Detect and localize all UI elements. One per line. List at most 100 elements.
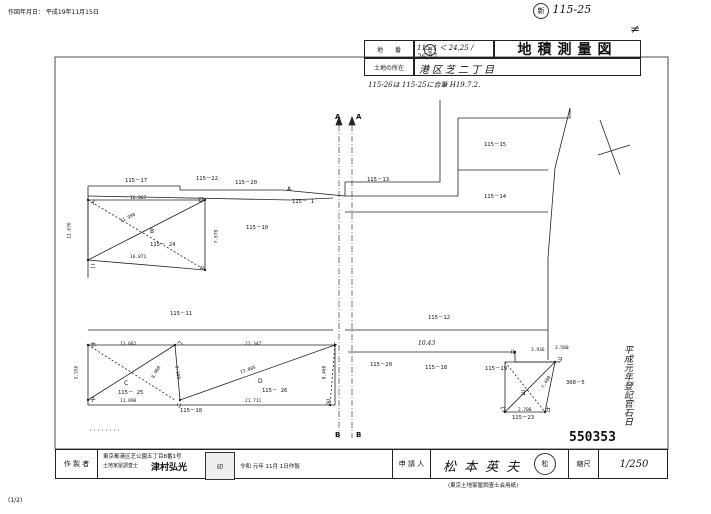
- point-label: ヨ: [520, 390, 527, 397]
- axis-label-a-left: A: [335, 113, 341, 121]
- location-value: 港区芝二丁目: [414, 58, 641, 76]
- dimension-label: 11.662: [120, 342, 137, 347]
- point-label: D: [258, 378, 263, 385]
- diag-lower-1: [87, 344, 176, 401]
- dimension-label: 11.890: [120, 399, 137, 404]
- parcel-label: 115－18: [425, 365, 448, 371]
- maker-role: 土地家屋調査士: [103, 463, 139, 469]
- parcel-label: 115－ 24: [150, 242, 176, 248]
- point-label: ヲ: [557, 357, 564, 364]
- dimension-label: 10.43: [418, 340, 436, 347]
- dimension-label: 9.460: [322, 365, 328, 380]
- title-cell: 地積測量図: [494, 40, 641, 58]
- maker-label: 作 製 者: [56, 450, 98, 478]
- point-label: ヌ: [325, 399, 332, 406]
- axis-label-b-right: B: [356, 431, 362, 439]
- point-label: B: [150, 228, 155, 235]
- page-number: (1/2): [8, 497, 23, 504]
- right-boundary: [458, 107, 571, 360]
- print-date: 作図年月日： 平成19年11月15日: [8, 9, 99, 16]
- maker-date: 令和 元年 11月 1日作製: [240, 464, 300, 470]
- parcel-label: 308－5: [566, 380, 585, 386]
- scale-label: 縮尺: [569, 450, 599, 478]
- parcel-115-14: [345, 118, 459, 197]
- point-label: ホ: [90, 342, 97, 349]
- dimension-label: 7.679: [214, 229, 220, 244]
- parcel-label: 115－23: [512, 415, 535, 421]
- title-block: 地 番 115-1 ＜ 24,25 / 26,27 地積測量図 土地の所在 港区…: [364, 40, 641, 76]
- dimension-label: 3.936: [531, 348, 545, 353]
- maker-name: 津村弘光: [151, 463, 188, 473]
- registrar-stamp-text: 平成元年登記官石日: [622, 345, 632, 426]
- parcel-label: 115－10: [180, 408, 203, 414]
- parcel-lower: [87, 344, 336, 406]
- point-label: ル: [510, 349, 517, 356]
- parcel-label: 115－20: [370, 362, 393, 368]
- parcel-line-115-1: [87, 195, 334, 201]
- parcel-label: 115－12: [428, 315, 451, 321]
- diag-right-lower-2: [504, 361, 546, 413]
- parcel-label: 115－13: [367, 177, 390, 183]
- handwritten-mark: ≠: [630, 22, 641, 36]
- north-arrow-shaft: [599, 119, 621, 176]
- point-label: ハ: [199, 265, 206, 272]
- survey-title: 地積測量図: [517, 42, 618, 58]
- diag-lower-5: [329, 344, 336, 406]
- axis-label-b-left: B: [335, 431, 341, 439]
- point-label: ワ: [500, 407, 507, 414]
- point-label: リ: [176, 403, 183, 410]
- merge-note: 115-26は 115-25に合筆 H19.7.2.: [368, 81, 481, 89]
- parcel-label: 115－14: [484, 194, 507, 200]
- diag-lower-4: [87, 344, 176, 401]
- point-label: チ: [90, 397, 97, 404]
- parcel-label: 115－15: [484, 142, 507, 148]
- north-arrow-cross: [597, 144, 631, 156]
- point-label: C: [124, 380, 129, 387]
- footer-table: 作 製 者 東京都港区芝公園五丁目8番1号 土地家屋調査士 津村弘光 印 令和 …: [55, 449, 669, 480]
- lot-stamp: 登: [424, 44, 436, 56]
- dimension-label: 16.871: [130, 255, 147, 260]
- parcel-label: 115－20: [235, 180, 258, 186]
- dimension-label: 21.347: [245, 342, 262, 347]
- parcel-label: 115－11: [170, 311, 193, 317]
- applicant-seal-icon: 松: [534, 453, 556, 475]
- dimension-label: 3.500: [555, 346, 569, 351]
- scale-cell: 1/250: [599, 450, 669, 478]
- parcel-label: 115－ 1: [292, 199, 315, 205]
- handwritten-lot: 115-25: [552, 3, 592, 16]
- point-label: A: [287, 186, 292, 193]
- applicant-cell: 松 本 英 夫 松: [431, 450, 569, 478]
- seal-icon: 登: [424, 44, 436, 56]
- diag-lower-3: [179, 344, 336, 401]
- maker-seal-icon: 印: [205, 452, 235, 480]
- applicant-name: 松 本 英 夫: [443, 460, 522, 475]
- parcel-label: 115－22: [196, 176, 219, 182]
- diag-lower-2: [174, 344, 181, 401]
- parcel-label: 115－ 25: [118, 390, 144, 396]
- applicant-label: 申 請 人: [393, 450, 431, 478]
- lot-label: 地 番: [364, 40, 414, 58]
- dimension-label: 2.700: [518, 408, 532, 413]
- point-label: イ: [90, 200, 97, 207]
- arrow-a-left: [335, 115, 343, 126]
- dimension-label: 5.556: [74, 365, 80, 380]
- point-label: ト: [332, 342, 339, 349]
- point-label: ニ: [90, 263, 97, 270]
- axis-label-a-right: A: [356, 113, 362, 121]
- new-mark-icon: 新: [533, 3, 549, 19]
- drawing-frame: [54, 56, 669, 450]
- maker-cell: 東京都港区芝公園五丁目8番1号 土地家屋調査士 津村弘光 印 令和 元年 11月…: [98, 450, 393, 480]
- scale-value: 1/250: [619, 458, 649, 470]
- point-label: カ: [545, 407, 552, 414]
- dimension-label: 11.676: [67, 222, 73, 239]
- document-number: 550353: [569, 430, 616, 445]
- dimension-label: 16.067: [130, 196, 147, 201]
- arrow-a-right: [348, 115, 356, 126]
- point-label: ヘ: [177, 340, 184, 347]
- parcel-label: 115－10: [246, 225, 269, 231]
- point-label: ロ: [198, 197, 205, 204]
- parcel-label: 115－17: [125, 178, 148, 184]
- diagonal-ri: [87, 199, 206, 261]
- handwritten-lot-number: 新 115-25: [533, 3, 591, 19]
- diag-right-lower: [504, 361, 556, 413]
